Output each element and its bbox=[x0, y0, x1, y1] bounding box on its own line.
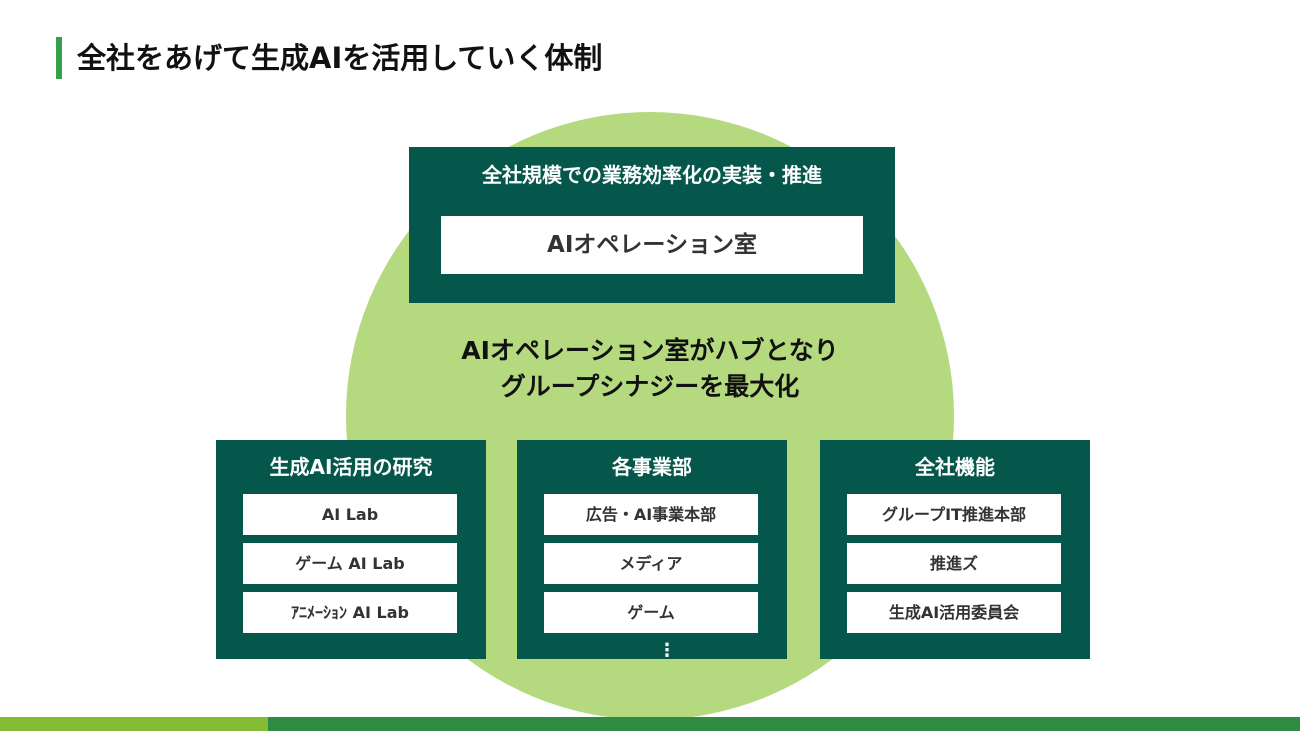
hub-message-line1: AIオペレーション室がハブとなり bbox=[461, 336, 839, 365]
footer-bar-dark bbox=[268, 717, 1300, 731]
hub-message-line2: グループシナジーを最大化 bbox=[500, 372, 800, 401]
ai-operations-heading: 全社規模での業務効率化の実装・推進 bbox=[482, 163, 822, 187]
business-division-item: ゲーム bbox=[544, 592, 758, 633]
ai-operations-unit: AIオペレーション室 bbox=[441, 216, 863, 274]
research-item: ゲーム AI Lab bbox=[243, 543, 457, 584]
business-divisions-box: 各事業部 広告・AI事業本部 メディア ゲーム bbox=[517, 440, 787, 659]
research-item: AI Lab bbox=[243, 494, 457, 535]
title-accent-bar bbox=[56, 37, 62, 79]
footer-bar-light bbox=[0, 717, 268, 731]
corporate-function-item: グループIT推進本部 bbox=[847, 494, 1061, 535]
more-divisions-indicator: ⋮ bbox=[658, 640, 676, 661]
research-group-heading: 生成AI活用の研究 bbox=[269, 455, 433, 479]
ai-operations-box: 全社規模での業務効率化の実装・推進 AIオペレーション室 bbox=[409, 147, 895, 303]
business-division-item: 広告・AI事業本部 bbox=[544, 494, 758, 535]
research-item: ｱﾆﾒｰｼｮﾝ AI Lab bbox=[243, 592, 457, 633]
corporate-function-item: 推進ズ bbox=[847, 543, 1061, 584]
business-divisions-heading: 各事業部 bbox=[612, 455, 692, 479]
page-title: 全社をあげて生成AIを活用していく体制 bbox=[77, 41, 603, 75]
corporate-functions-box: 全社機能 グループIT推進本部 推進ズ 生成AI活用委員会 bbox=[820, 440, 1090, 659]
corporate-function-item: 生成AI活用委員会 bbox=[847, 592, 1061, 633]
research-group-box: 生成AI活用の研究 AI Lab ゲーム AI Lab ｱﾆﾒｰｼｮﾝ AI L… bbox=[216, 440, 486, 659]
corporate-functions-heading: 全社機能 bbox=[915, 455, 995, 479]
more-divisions-ellipsis-icon: ⋮ bbox=[658, 636, 676, 666]
business-division-item: メディア bbox=[544, 543, 758, 584]
